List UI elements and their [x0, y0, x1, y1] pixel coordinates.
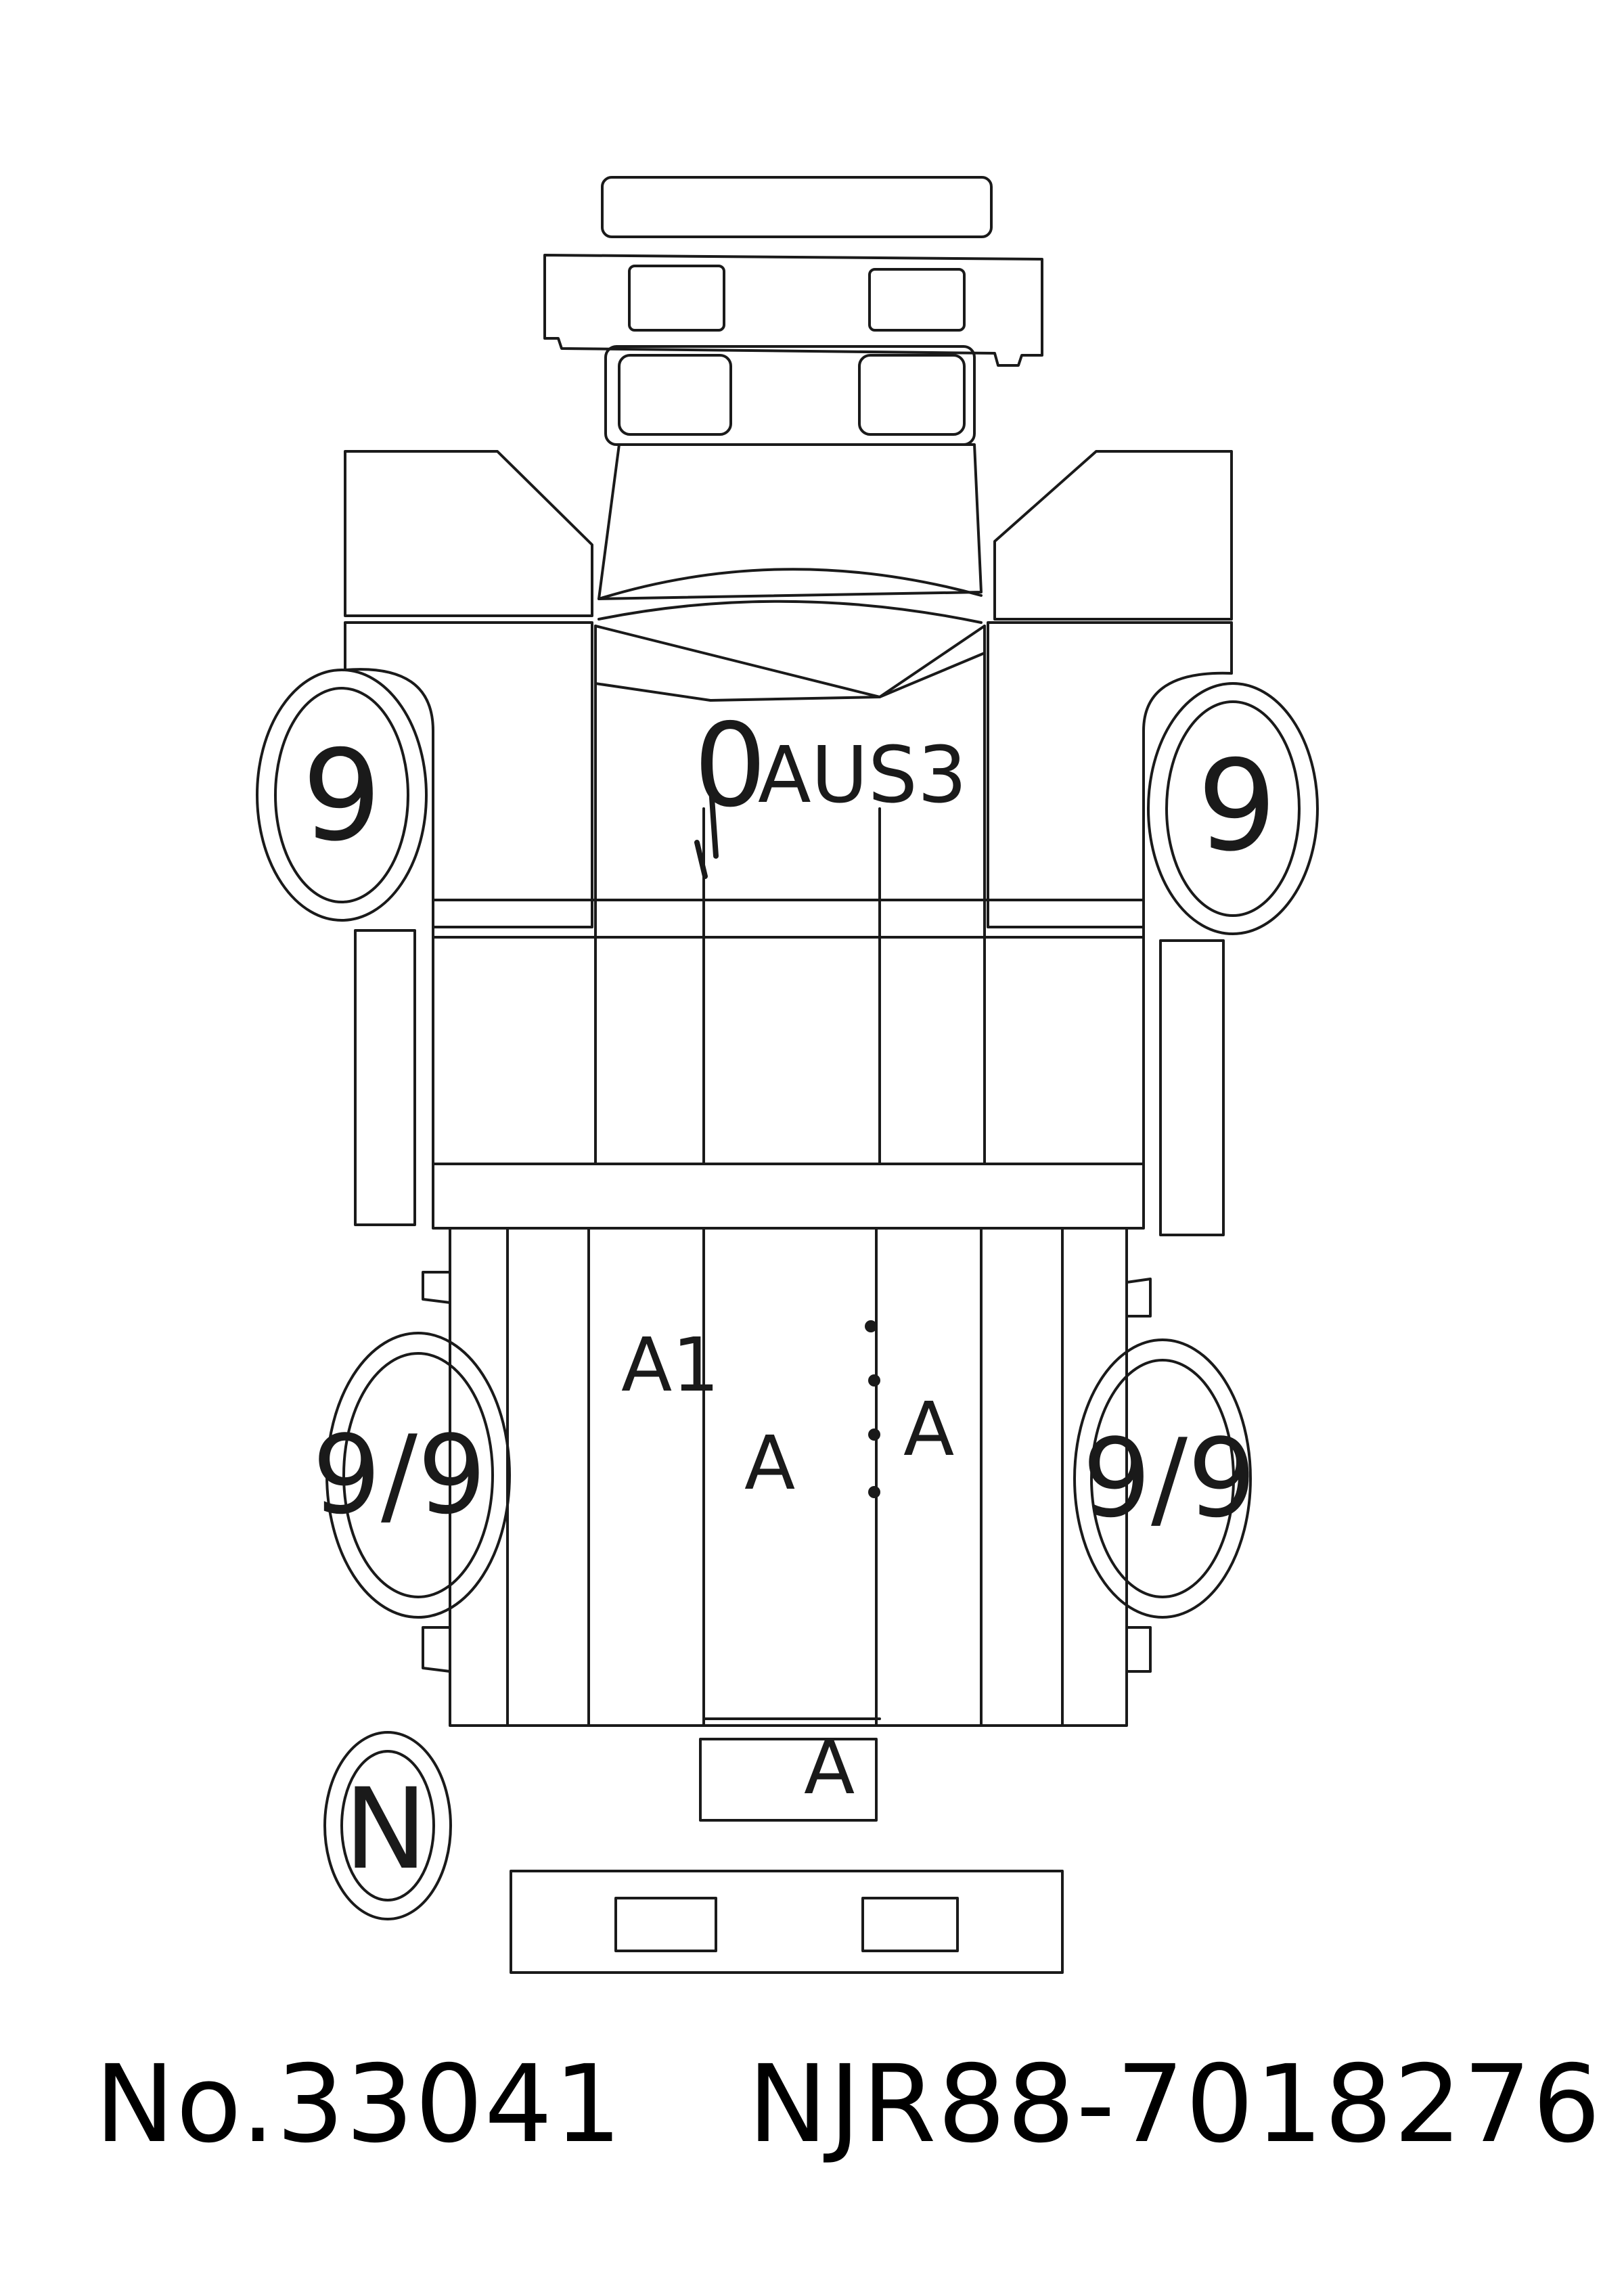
tire-rear-left-grade: 9/9	[312, 1412, 487, 1538]
spare-tire-grade: N	[344, 1764, 427, 1894]
tire-front-left-grade: 9	[302, 723, 382, 869]
cab-roof	[597, 443, 983, 624]
sheet-number: No.33041	[95, 2042, 623, 2167]
cargo-bed	[449, 1227, 1128, 1727]
bed-left-side-mark: A1	[621, 1322, 719, 1408]
tire-front-right	[1147, 682, 1319, 935]
side-step-right	[1159, 939, 1225, 1236]
rear-bumper	[510, 1870, 1064, 1974]
cab-back	[594, 625, 986, 901]
cab-side-left	[344, 621, 593, 928]
tire-rear-left	[325, 1332, 511, 1619]
tire-rear-right-grade: 9/9	[1082, 1415, 1257, 1541]
chassis-frame	[432, 807, 1145, 1230]
windshield-code-2: AUS3	[758, 730, 967, 821]
front-grille	[543, 254, 1043, 367]
side-step-left	[354, 929, 416, 1226]
windshield-chip-mark	[694, 775, 880, 1498]
chassis-number: NJR88-7018276	[748, 2042, 1602, 2167]
tire-front-right-grade: 9	[1197, 733, 1277, 879]
bed-right-side-mark: A	[903, 1386, 954, 1472]
fender-flaps	[422, 1271, 1152, 1673]
front-bumper	[601, 176, 993, 238]
cab-side-right	[987, 621, 1233, 928]
bed-floor-mark: A	[744, 1420, 795, 1506]
tire-rear-right	[1073, 1338, 1252, 1619]
tailgate-mark: A	[804, 1724, 855, 1811]
spare-tire	[323, 1731, 452, 1920]
door-front-left	[344, 450, 593, 617]
tailgate	[699, 1738, 878, 1822]
tire-front-left	[256, 669, 428, 922]
door-front-right	[993, 450, 1233, 621]
windshield-code-1: 0	[694, 699, 767, 833]
hood	[604, 345, 976, 446]
